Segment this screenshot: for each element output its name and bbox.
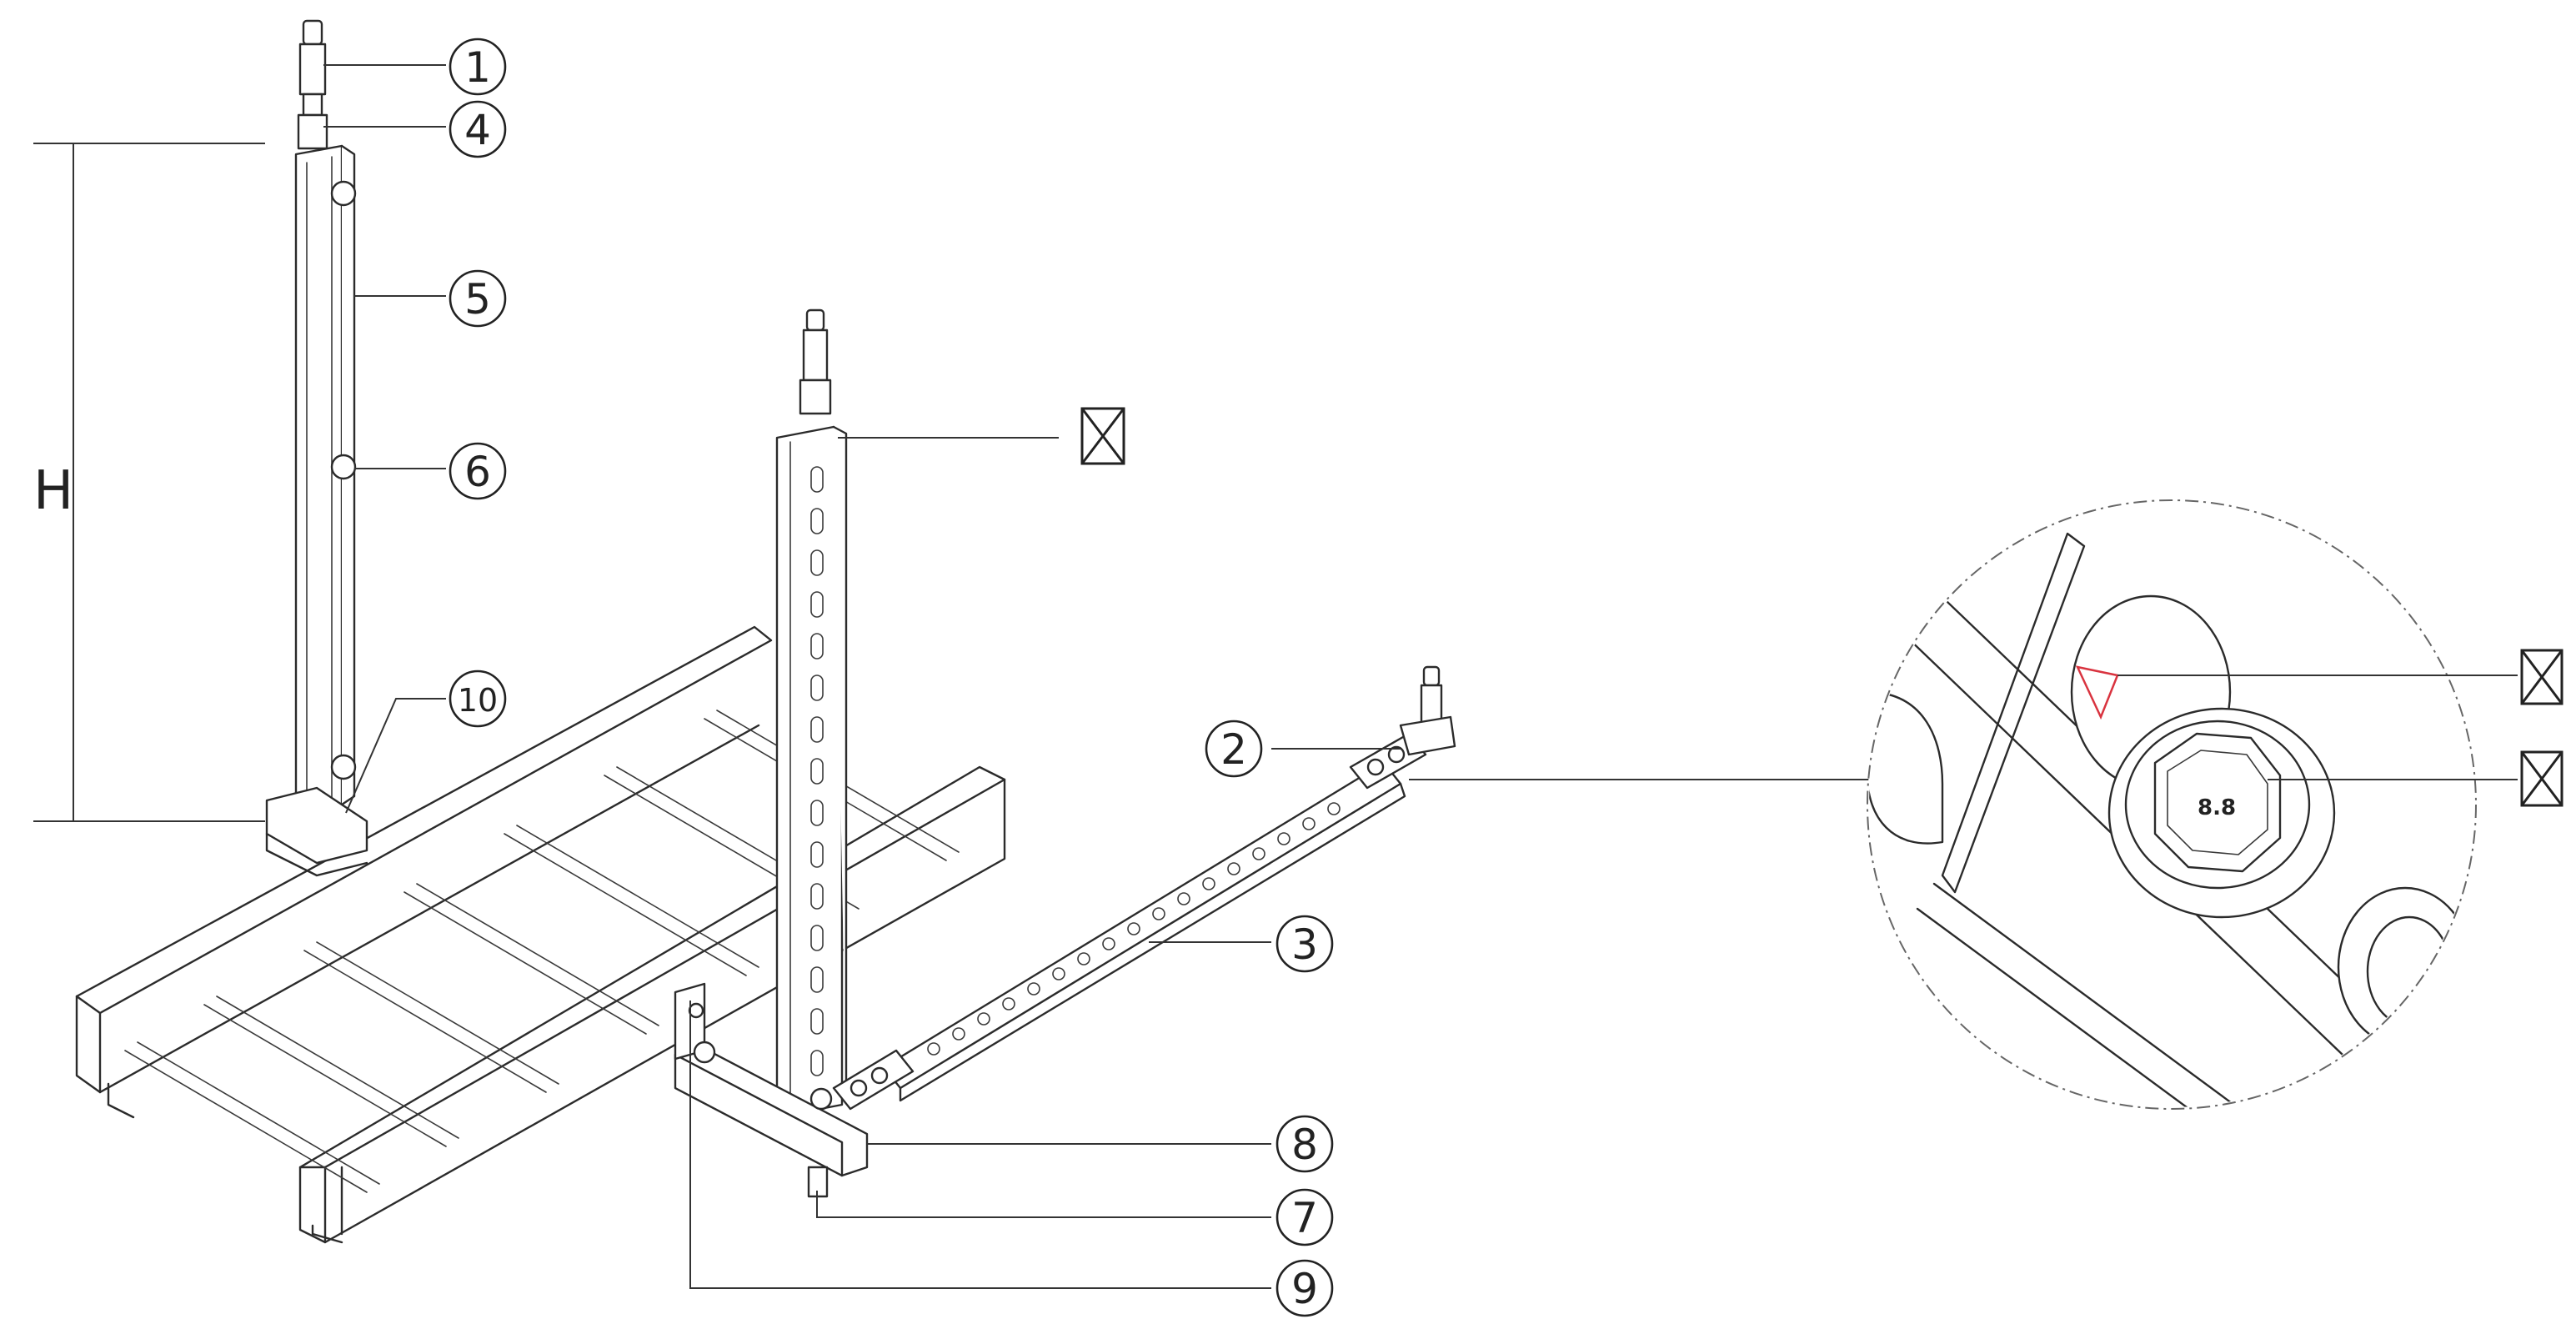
callout-4: 4 <box>449 100 507 158</box>
callout-10: 10 <box>449 670 507 728</box>
highlight-mark <box>2075 665 2119 720</box>
callout-5: 5 <box>449 269 507 328</box>
leader-lines <box>323 64 2518 1289</box>
center-upright-channel <box>775 308 848 1117</box>
left-upright-channel <box>265 19 368 877</box>
svg-text:8: 8 <box>1291 1121 1318 1169</box>
callout-8: 8 <box>1275 1115 1334 1173</box>
callout-7: 7 <box>1275 1188 1334 1246</box>
diagonal-brace <box>832 665 1456 1111</box>
bolt-grade: 8.8 <box>2198 795 2236 820</box>
callout-1: 1 <box>449 38 507 96</box>
crossed-box-detail-bottom <box>2520 750 2563 807</box>
svg-text:4: 4 <box>464 106 491 154</box>
svg-text:3: 3 <box>1291 920 1318 969</box>
height-label: H <box>33 460 73 522</box>
brace-holes <box>927 802 1341 1056</box>
svg-text:2: 2 <box>1220 725 1247 774</box>
height-dimension: H <box>33 143 265 822</box>
crossed-box-detail-top <box>2520 649 2563 705</box>
crossed-box-upright <box>1080 407 1125 465</box>
callout-6: 6 <box>449 442 507 500</box>
callout-3: 3 <box>1275 915 1334 973</box>
svg-text:6: 6 <box>464 448 491 496</box>
upright-slots <box>810 466 824 1076</box>
svg-text:10: 10 <box>458 682 498 719</box>
svg-text:7: 7 <box>1291 1194 1318 1242</box>
detail-magnifier: 8.8 <box>1409 499 2477 1110</box>
callout-2: 2 <box>1205 720 1263 778</box>
svg-text:5: 5 <box>464 275 491 323</box>
svg-text:9: 9 <box>1291 1265 1318 1313</box>
callout-9: 9 <box>1275 1259 1334 1317</box>
svg-text:1: 1 <box>464 43 491 92</box>
